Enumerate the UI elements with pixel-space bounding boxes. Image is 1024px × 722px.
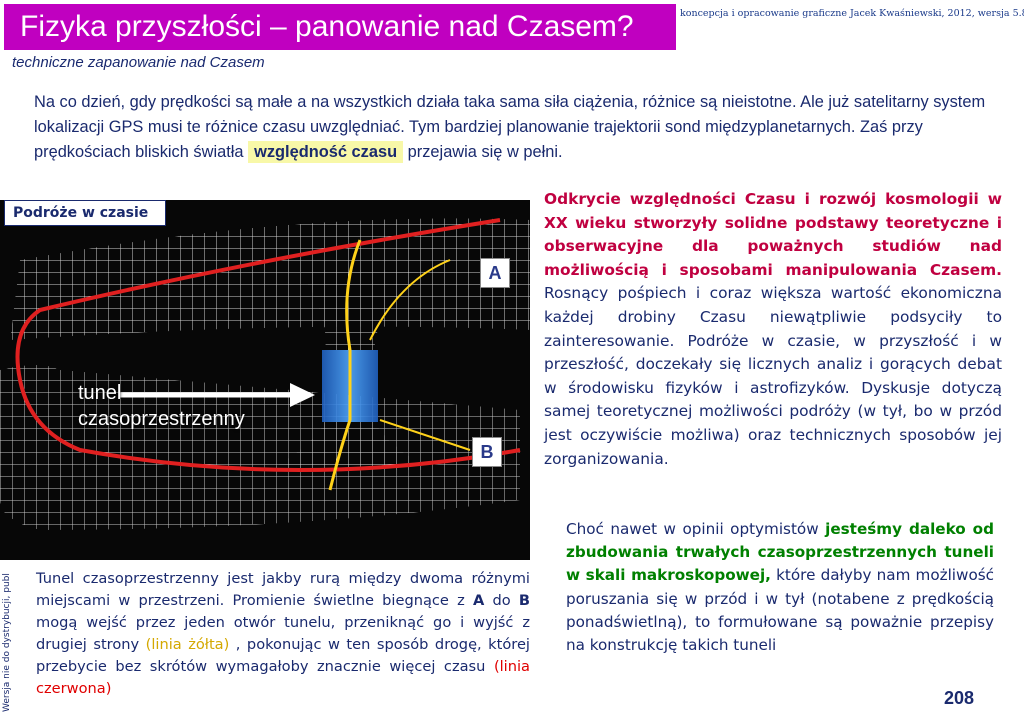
point-a-label: A (480, 258, 510, 288)
caption-yellow-line: (linia żółta) (145, 636, 230, 653)
tunnel-label-line1: tunel (78, 382, 122, 404)
tunnel-label-line2: czasoprzestrzenny (78, 408, 245, 430)
intro-text-before: Na co dzień, gdy prędkości są małe a na … (34, 93, 986, 161)
caption-red-line: (linia czerwona) (36, 658, 530, 697)
tunnel-label: tunel czasoprzestrzenny (78, 380, 245, 432)
figure-caption: Tunel czasoprzestrzenny jest jakby rurą … (36, 568, 530, 700)
right-paragraph-emphasis: Odkrycie względności Czasu i rozwój kosm… (544, 190, 1002, 279)
bottom-right-text-after: które dałyby nam możliwość poruszania si… (566, 566, 994, 655)
credit-line: koncepcja i opracowanie graficzne Jacek … (680, 8, 1024, 19)
wormhole-figure (0, 200, 530, 560)
caption-part1: Tunel czasoprzestrzenny jest jakby rurą … (36, 570, 530, 609)
page-title: Fizyka przyszłości – panowanie nad Czase… (4, 4, 676, 50)
intro-text-after: przejawia się w pełni. (403, 143, 563, 161)
caption-part4: , pokonując w ten sposób drogę, której p… (36, 636, 530, 675)
caption-b: B (518, 592, 530, 609)
figure-label: Podróże w czasie (4, 200, 166, 226)
caption-part2: do (484, 592, 519, 609)
point-b-label: B (472, 437, 502, 467)
intro-highlight: względność czasu (248, 141, 404, 163)
page-subtitle: techniczne zapanowanie nad Czasem (12, 54, 265, 71)
bottom-right-paragraph: Choć nawet w opinii optymistów jesteśmy … (566, 518, 994, 657)
bottom-right-emphasis: jesteśmy daleko od zbudowania trwałych c… (566, 520, 994, 585)
page-number: 208 (944, 688, 975, 708)
right-paragraph-body: Rosnący pośpiech i coraz większa wartość… (544, 284, 1002, 468)
caption-a: A (472, 592, 485, 609)
side-notice: Wersja nie do dystrybucji, publ (2, 573, 12, 712)
wormhole-illustration (0, 218, 530, 530)
intro-paragraph: Na co dzień, gdy prędkości są małe a na … (34, 90, 1004, 165)
caption-part3: mogą wejść przez jeden otwór tunelu, prz… (36, 614, 530, 653)
right-paragraph: Odkrycie względności Czasu i rozwój kosm… (544, 188, 1002, 471)
bottom-right-text-before: Choć nawet w opinii optymistów (566, 520, 826, 538)
